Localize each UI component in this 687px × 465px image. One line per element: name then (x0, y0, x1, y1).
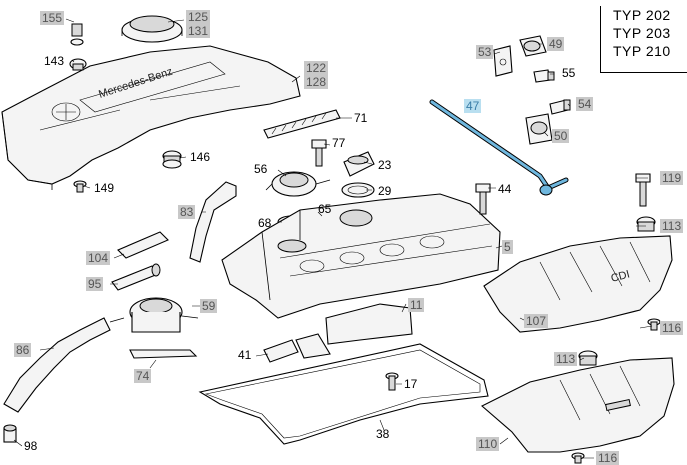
bolt-77 (311, 139, 327, 167)
label-11: 11 (408, 298, 425, 312)
label-83: 83 (178, 205, 196, 219)
label-17: 17 (404, 377, 418, 391)
type-line-3: TYP 210 (613, 43, 671, 59)
label-77: 77 (332, 136, 346, 150)
right-cover-110 (481, 357, 675, 453)
label-98: 98 (24, 439, 38, 453)
grommet-113-upper (636, 216, 656, 232)
label-65: 65 (318, 202, 332, 216)
label-38: 38 (376, 427, 390, 441)
oil-cap (121, 15, 183, 43)
label-149: 149 (94, 181, 115, 195)
label-59: 59 (200, 299, 218, 313)
label-95: 95 (86, 277, 104, 291)
hose-fitting-95 (111, 263, 161, 291)
label-54: 54 (576, 97, 594, 111)
label-104: 104 (86, 251, 111, 265)
label-68: 68 (258, 216, 272, 230)
label-155: 155 (40, 11, 65, 25)
cap-23 (343, 151, 375, 177)
type-designation-box: TYP 202 TYP 203 TYP 210 (600, 6, 687, 73)
screw-54 (549, 99, 571, 115)
screw-55 (533, 69, 555, 83)
bracket-53 (493, 45, 513, 77)
bolt-119 (635, 173, 651, 207)
label-107: 107 (524, 314, 549, 328)
bracket-74 (129, 349, 198, 359)
label-146: 146 (190, 150, 211, 164)
hose-86 (3, 317, 111, 413)
label-56: 56 (254, 162, 268, 176)
bolt-44 (475, 183, 491, 215)
label-110: 110 (476, 437, 500, 451)
baffle-11 (325, 303, 413, 345)
small-nut-155 (70, 23, 84, 46)
label-143: 143 (44, 54, 65, 68)
label-113-upper: 113 (660, 219, 684, 233)
hose-83 (189, 181, 237, 263)
bracket-104 (117, 231, 169, 259)
seal-ring-29 (341, 182, 375, 198)
engine-cover: Mercedes-Benz (1, 45, 301, 190)
label-5: 5 (502, 240, 513, 254)
label-47-highlighted: 47 (464, 99, 482, 113)
label-71: 71 (354, 111, 368, 125)
bolt-17 (385, 372, 399, 391)
label-49: 49 (547, 37, 565, 51)
clamp-50 (525, 113, 553, 145)
screw-116-lower (571, 452, 585, 464)
label-122: 122 (304, 61, 329, 75)
label-74: 74 (134, 369, 152, 383)
label-116-lower: 116 (596, 451, 620, 465)
label-55: 55 (562, 66, 576, 80)
label-29: 29 (378, 184, 392, 198)
vent-pipe-47-highlighted (429, 99, 569, 196)
label-131: 131 (186, 24, 211, 38)
label-86: 86 (14, 343, 32, 357)
label-119: 119 (660, 171, 684, 185)
label-53: 53 (476, 45, 494, 59)
leader-lines (13, 18, 653, 459)
label-41: 41 (238, 348, 252, 362)
type-line-1: TYP 202 (613, 7, 671, 23)
label-23: 23 (378, 158, 392, 172)
screw-149 (73, 180, 87, 193)
label-116-upper: 116 (660, 321, 684, 335)
seal-strip-71 (263, 109, 341, 139)
label-113-lower: 113 (554, 352, 578, 366)
screw-116-upper (647, 318, 661, 331)
type-line-2: TYP 203 (613, 25, 671, 41)
grommet-143 (69, 58, 87, 71)
cdi-emboss: CDI (610, 268, 631, 284)
oil-separator-59 (109, 297, 199, 333)
clip-49 (519, 35, 547, 57)
label-125: 125 (186, 10, 211, 24)
gasket-38 (198, 343, 489, 445)
label-128: 128 (304, 75, 329, 89)
right-cover-107: CDI (483, 235, 673, 333)
grommet-146 (162, 150, 182, 169)
cylinder-head-cover (221, 193, 501, 319)
valve-56 (265, 171, 331, 197)
bracket-41 (263, 339, 299, 363)
label-44: 44 (498, 182, 512, 196)
label-50: 50 (552, 129, 570, 143)
clamp-98 (3, 424, 17, 443)
grommet-113-lower (578, 350, 598, 366)
